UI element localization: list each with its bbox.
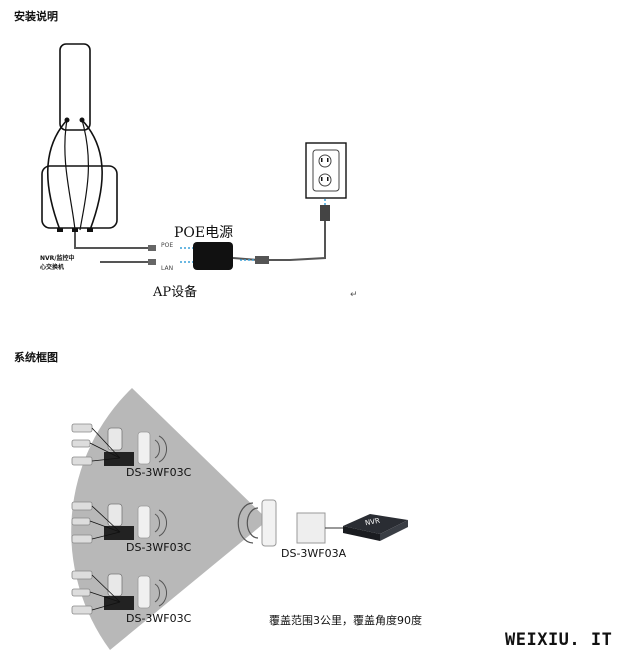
coverage-note: 覆盖范围3公里，覆盖角度90度	[269, 614, 422, 627]
nvr-device	[343, 514, 408, 534]
return-mark: ↵	[350, 290, 358, 300]
camera-cluster-3	[71, 570, 167, 615]
bridge-a-device	[261, 499, 277, 547]
poe-power-label: POE电源	[174, 225, 234, 241]
port-poe-label: POE	[161, 242, 174, 249]
system-section-title: 系统框图	[14, 351, 58, 364]
poe-adapter	[193, 242, 233, 270]
antenna-cable-right	[81, 119, 103, 231]
bridge-c-label-2: DS-3WF03C	[126, 541, 192, 554]
ap-antenna-panel	[59, 43, 91, 131]
nvr-switch-label-line2: 心交换机	[40, 264, 65, 271]
port-lan-label: LAN	[161, 265, 174, 272]
nvr-switch-label-line1: NVR/监控中	[40, 255, 75, 262]
bridge-c-label-3: DS-3WF03C	[126, 612, 192, 625]
install-section-title: 安装说明	[14, 10, 58, 23]
ap-body	[41, 165, 118, 229]
bridge-a-label: DS-3WF03A	[281, 547, 347, 560]
ap-to-poe-cable	[74, 232, 150, 249]
antenna-cable-left	[46, 119, 68, 231]
ap-box-device	[296, 512, 326, 544]
ap-device-label: AP设备	[153, 285, 198, 300]
camera-cluster-2	[71, 501, 167, 544]
camera-cluster-1	[71, 423, 167, 466]
bridge-c-label-1: DS-3WF03C	[126, 466, 192, 479]
watermark: WEIXIU. IT	[505, 630, 613, 650]
power-plug	[320, 205, 330, 221]
poe-to-plug-cable	[232, 215, 326, 261]
